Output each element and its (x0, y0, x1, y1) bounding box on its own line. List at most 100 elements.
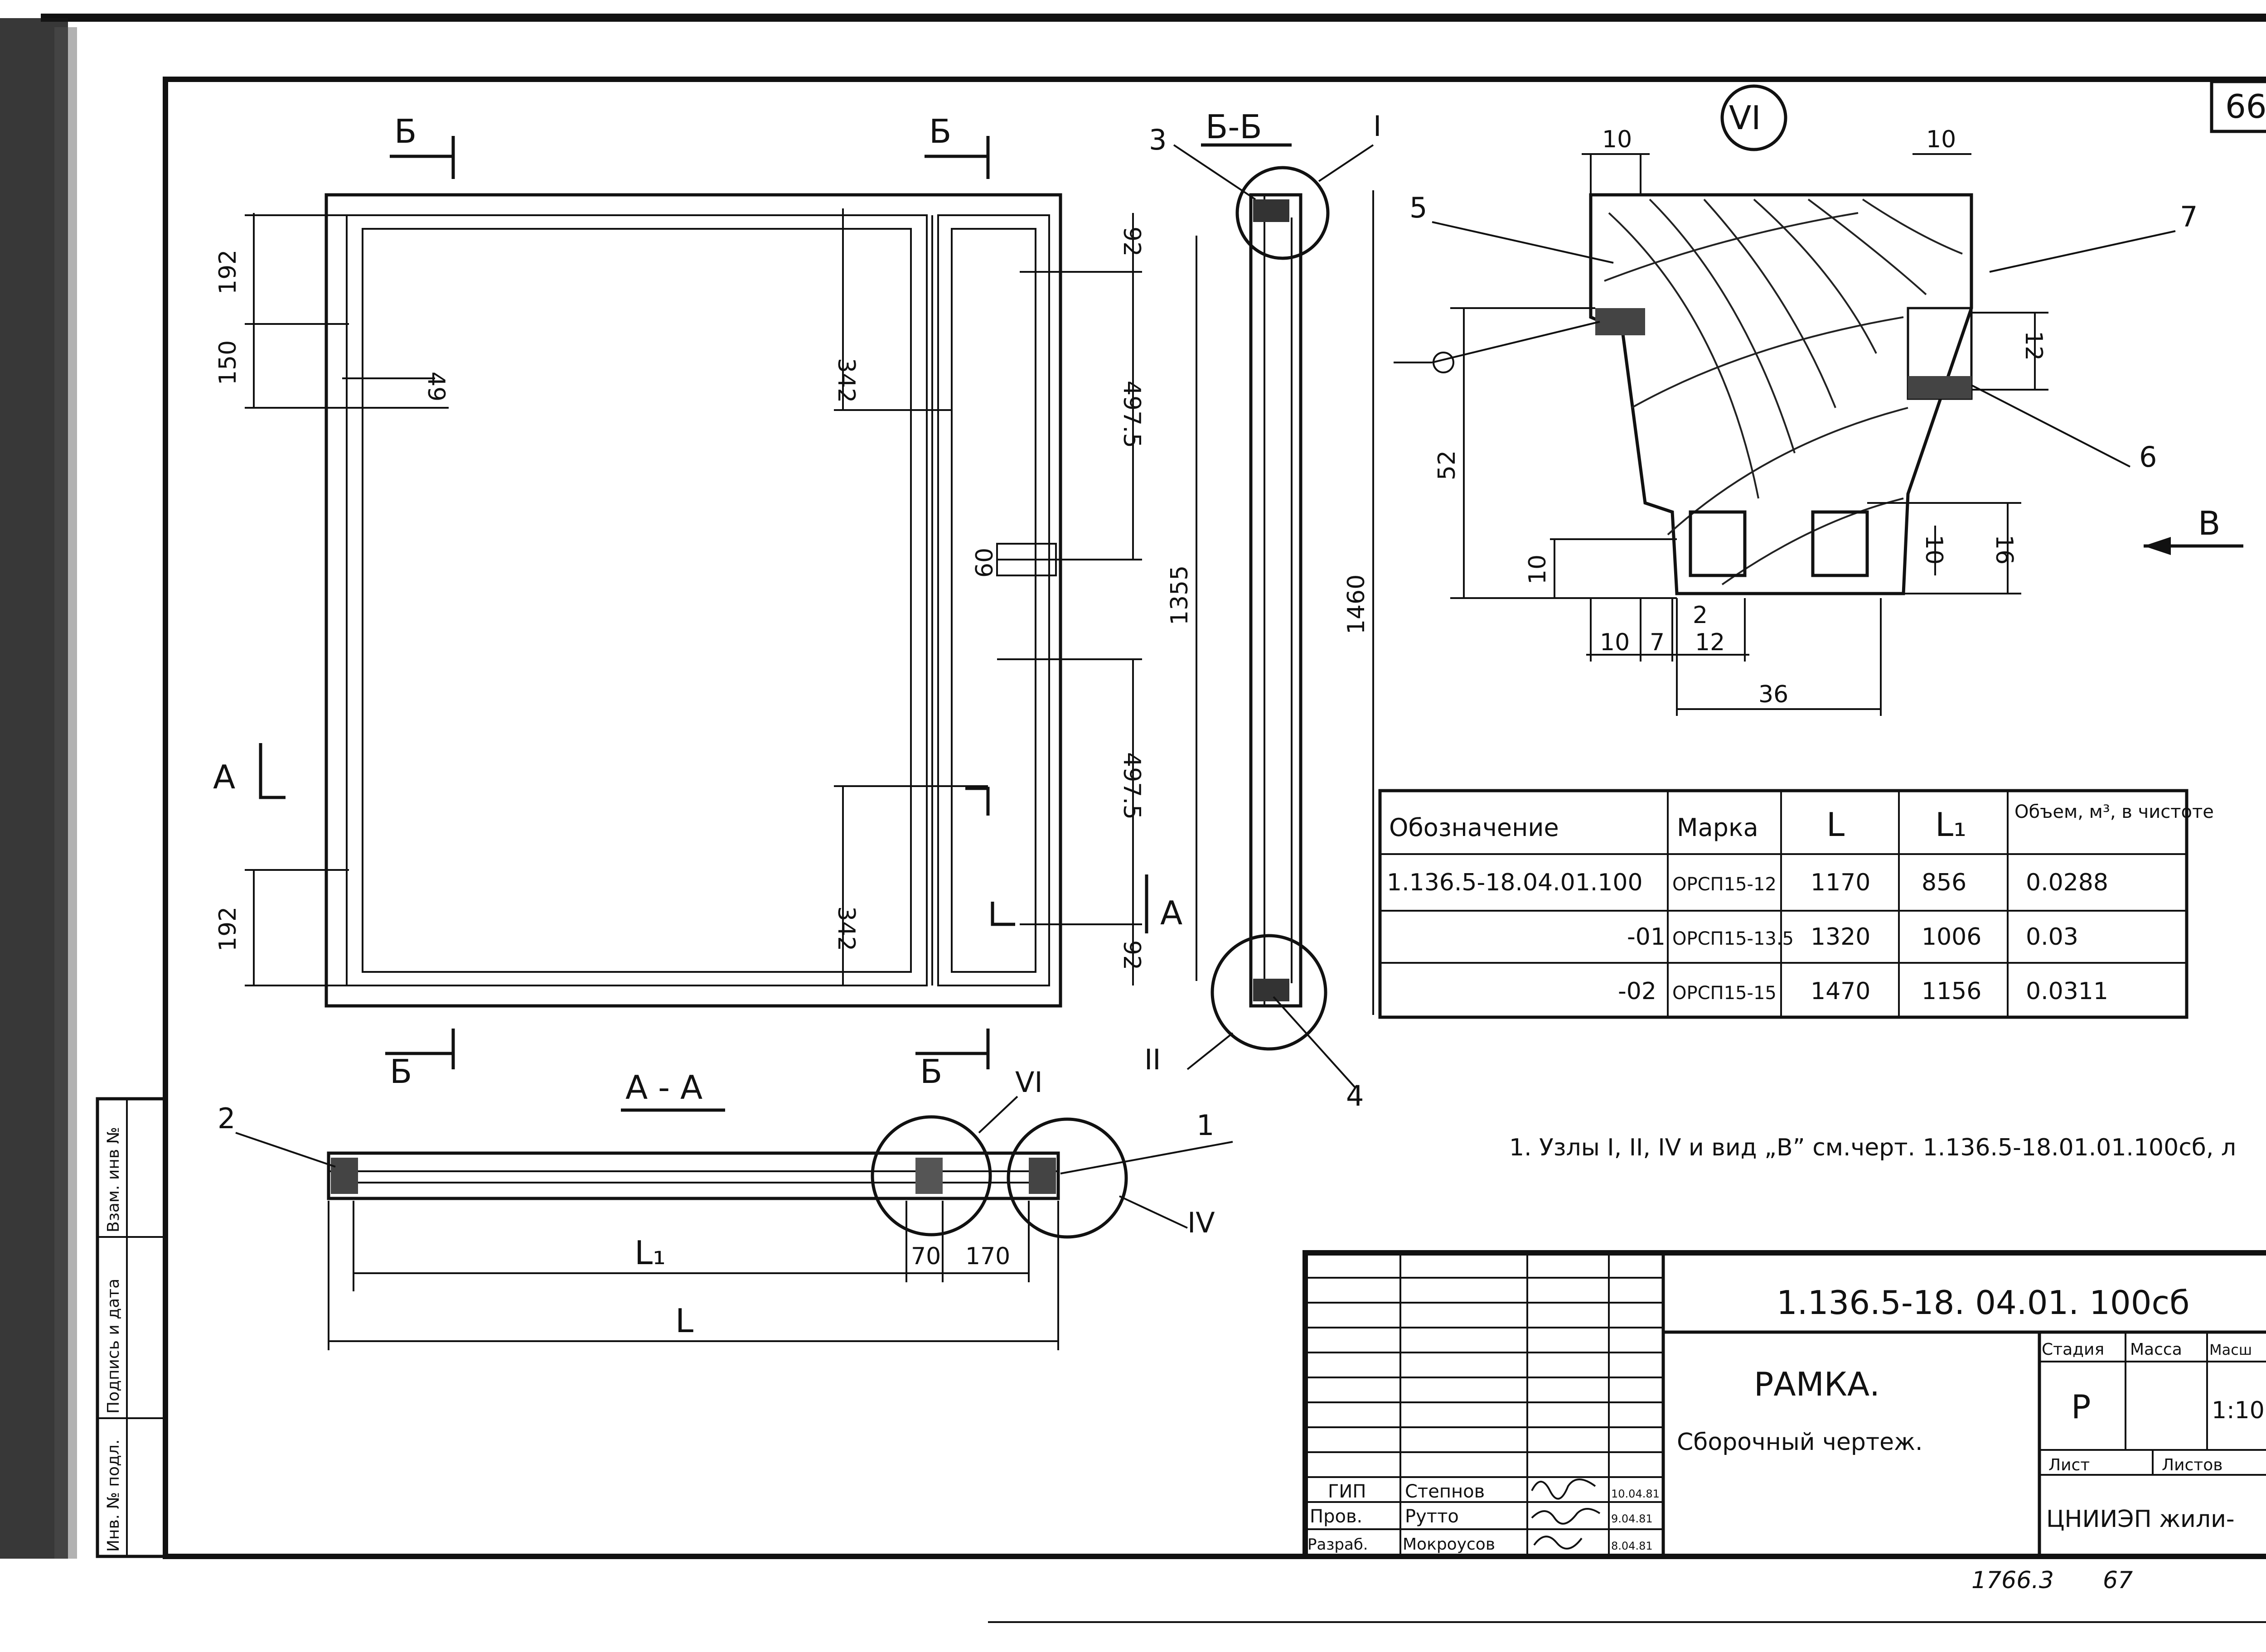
profile-outer (1249, 193, 1302, 1008)
scan-edge-left (0, 18, 68, 1559)
leader (1989, 230, 2176, 273)
signature-scribble (1531, 1478, 1596, 1500)
section-bb: Б-Б 3 I II 4 (1144, 108, 1381, 1112)
side-stamp-inv: Инв. № подл. (104, 1439, 123, 1552)
page-number: 66 (2225, 87, 2266, 126)
callout-circle-vi (871, 1115, 992, 1237)
dim-60: 60 (971, 548, 998, 578)
wood-grain (1862, 198, 1963, 255)
frame-outer (324, 193, 1062, 1008)
seal-top (1253, 199, 1289, 222)
stage-header: Стадия (2042, 1340, 2104, 1359)
section-aa: А - А 2 VI 1 IV L₁ 70 170 L (218, 1066, 1233, 1350)
section-arrow (385, 1029, 455, 1069)
dim-49: 49 (422, 372, 450, 401)
callout-circle-iv (1007, 1117, 1128, 1239)
dim-170: 170 (965, 1243, 1010, 1270)
wood-grain (1631, 316, 1904, 409)
row1-l: 1170 (1811, 869, 1870, 896)
doc-code: 1.136.5-18. 04.01. 100сб (1777, 1284, 2190, 1322)
dim-l: L (675, 1302, 693, 1340)
callout-vi: VI (1015, 1066, 1043, 1099)
row3-designation: -02 (1618, 978, 1656, 1005)
row2-mark: ОРСП15-13.5 (1672, 928, 1794, 949)
seal-bottom (1253, 979, 1289, 1001)
detail-vi: VI 10 10 12 52 10 (1394, 84, 2243, 716)
rail-end-right (1029, 1158, 1056, 1194)
dim-7: 7 (1650, 629, 1665, 656)
signature-scribble (1533, 1536, 1583, 1550)
page-number-box (2210, 80, 2266, 133)
wood-grain (1667, 407, 1908, 536)
dim-2: 2 (1693, 602, 1708, 629)
detail-vi-circle (1720, 84, 1787, 151)
col-header-volume-text: Объем, м³, в чистоте (2014, 802, 2214, 822)
dim-497-bottom: 497.5 (1118, 752, 1145, 820)
dim-1460: 1460 (1343, 575, 1370, 634)
dim-36: 36 (1758, 681, 1788, 708)
stage-value: Р (2071, 1388, 2091, 1426)
leader (1060, 1141, 1233, 1174)
dim-342-top: 342 (833, 358, 860, 403)
scale-header: Масш (2209, 1341, 2252, 1358)
dim-150: 150 (214, 340, 242, 385)
section-arrow (390, 136, 455, 179)
callout-5: 5 (1409, 191, 1427, 224)
row2-designation: -01 (1627, 923, 1666, 951)
dim-16: 16 (1990, 535, 2018, 565)
leader (1173, 144, 1256, 200)
dim-10-left: 10 (1524, 555, 1551, 584)
leader (235, 1132, 336, 1168)
wood-grain (1649, 198, 1796, 454)
front-view: 192 150 49 192 342 342 92 497.5 497.5 92… (213, 112, 1374, 1091)
glass-stop (1811, 510, 1869, 577)
callout-circle-i (1235, 166, 1330, 260)
wood-grain (1753, 198, 1877, 354)
scale-value: 1:10 (2212, 1397, 2265, 1424)
sig-role-3: Разраб. (1307, 1536, 1368, 1554)
sig-date-1: 10.04.81 (1611, 1488, 1660, 1500)
frame-left-inner (362, 228, 912, 973)
title-block: ГИП Степнов 10.04.81 Пров. Рутто 9.04.81… (1302, 1250, 2266, 1559)
section-arrow (925, 136, 990, 179)
mass-header: Масса (2130, 1340, 2182, 1359)
section-bb-title: Б-Б (1206, 108, 1262, 146)
row1-volume: 0.0288 (2026, 869, 2108, 896)
callout-7: 7 (2180, 200, 2198, 233)
dim-92-bottom: 92 (1118, 940, 1145, 970)
row2-l1: 1006 (1922, 923, 1981, 951)
row3-volume: 0.0311 (2026, 978, 2108, 1005)
section-corner (991, 902, 1015, 926)
dim-12-bottom: 12 (1695, 629, 1725, 656)
dim-92-top: 92 (1118, 227, 1145, 256)
dim-10-bottom: 10 (1600, 629, 1630, 656)
wood-grain (1703, 198, 1836, 408)
signature-scribble (1531, 1508, 1601, 1525)
view-b-label: В (2198, 504, 2220, 542)
section-mark-b-top-left: Б (394, 112, 416, 150)
callout-iv: IV (1187, 1206, 1215, 1239)
row1-l1: 856 (1922, 869, 1966, 896)
leader (1273, 996, 1356, 1088)
callout-circle-ii (1210, 934, 1327, 1051)
drawing-subtitle: Сборочный чертеж. (1677, 1429, 1923, 1456)
callout-2: 2 (218, 1102, 235, 1135)
wood-grain (1807, 198, 1927, 295)
callout-ii: II (1144, 1043, 1161, 1076)
bottom-note-right: 67 (2103, 1567, 2133, 1594)
leader (1186, 1032, 1234, 1070)
sig-name-1: Степнов (1405, 1481, 1485, 1502)
callout-1: 1 (1196, 1109, 1214, 1142)
sig-date-3: 8.04.81 (1611, 1540, 1653, 1552)
leader (1971, 384, 2130, 468)
row2-volume: 0.03 (2026, 923, 2078, 951)
side-stamp-sign: Подпись и дата (104, 1279, 123, 1414)
wood-grain (1604, 212, 1859, 282)
bottom-note-left: 1766.3 (1971, 1567, 2054, 1594)
section-mark-b-top-right: Б (929, 112, 951, 150)
leader (1318, 144, 1374, 182)
dim-192-bottom: 192 (214, 907, 242, 952)
section-aa-title: А - А (625, 1068, 702, 1106)
weld-symbol (1433, 352, 1454, 373)
dim-l1: L₁ (634, 1234, 666, 1272)
